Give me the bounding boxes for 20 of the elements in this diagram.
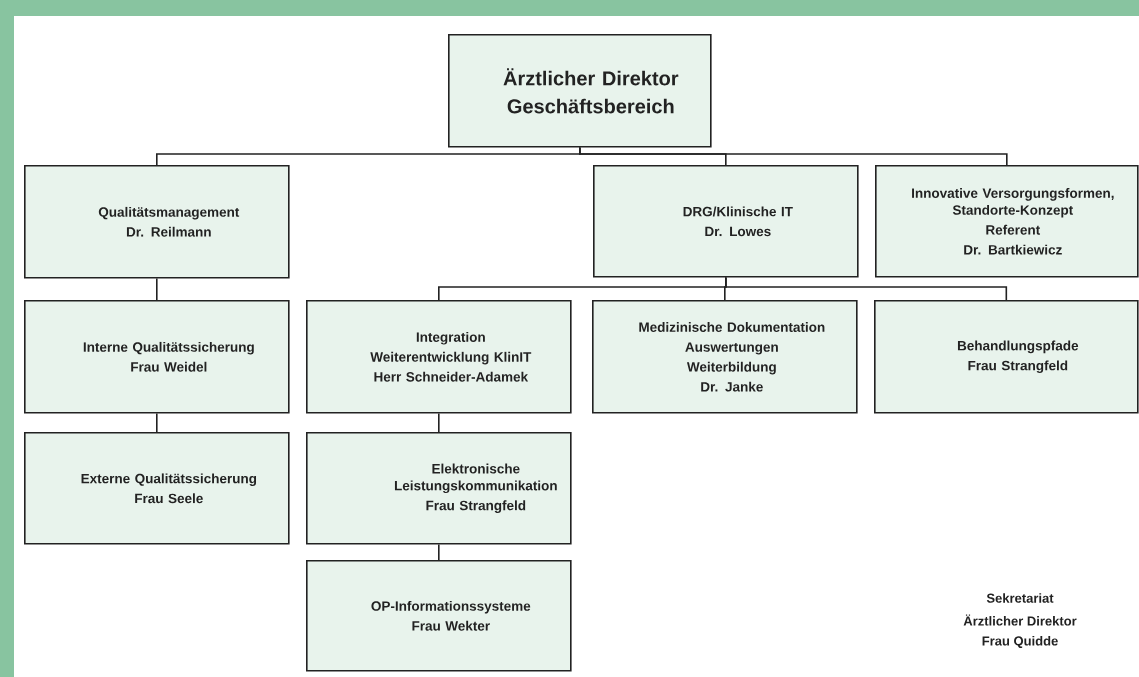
org-box: Behandlungspfade Frau Strangfeld	[874, 300, 1139, 414]
org-box: Integration Weiterentwicklung KlinIT Herr Schneider-Adamek	[306, 300, 572, 414]
org-box: Interne Qualitätssicherung Frau Weidel	[24, 300, 290, 414]
org-box: Ärztlicher Direktor Geschäftsbereich	[448, 34, 712, 148]
org-box: OP-Informationssysteme Frau Wekter	[306, 560, 572, 672]
connector-line	[725, 276, 1008, 301]
note-text: Frau Quidde	[982, 636, 1058, 648]
connector-line	[438, 543, 440, 561]
note-text: Sekretariat	[986, 593, 1054, 603]
connector-line	[156, 412, 158, 433]
connector-line	[579, 146, 1008, 166]
org-box: DRG/Klinische IT Dr. Lowes	[593, 165, 859, 278]
org-box: Qualitätsmanagement Dr. Reilmann	[24, 165, 290, 279]
org-box: Externe Qualitätssicherung Frau Seele	[24, 432, 290, 545]
connector-line	[156, 277, 158, 301]
org-box: Elektronische Leistungskommunikation Frau Strangfeld	[306, 432, 572, 545]
org-box: Innovative Versorgungsformen, Standorte-Konzept Referent Dr. Bartkiewicz	[875, 165, 1139, 278]
connector-line	[438, 412, 440, 433]
note-text: Ärztlicher Direktor	[963, 614, 1077, 626]
org-box: Medizinische Dokumentation Auswertungen Weiterbildung Dr. Janke	[592, 300, 858, 414]
